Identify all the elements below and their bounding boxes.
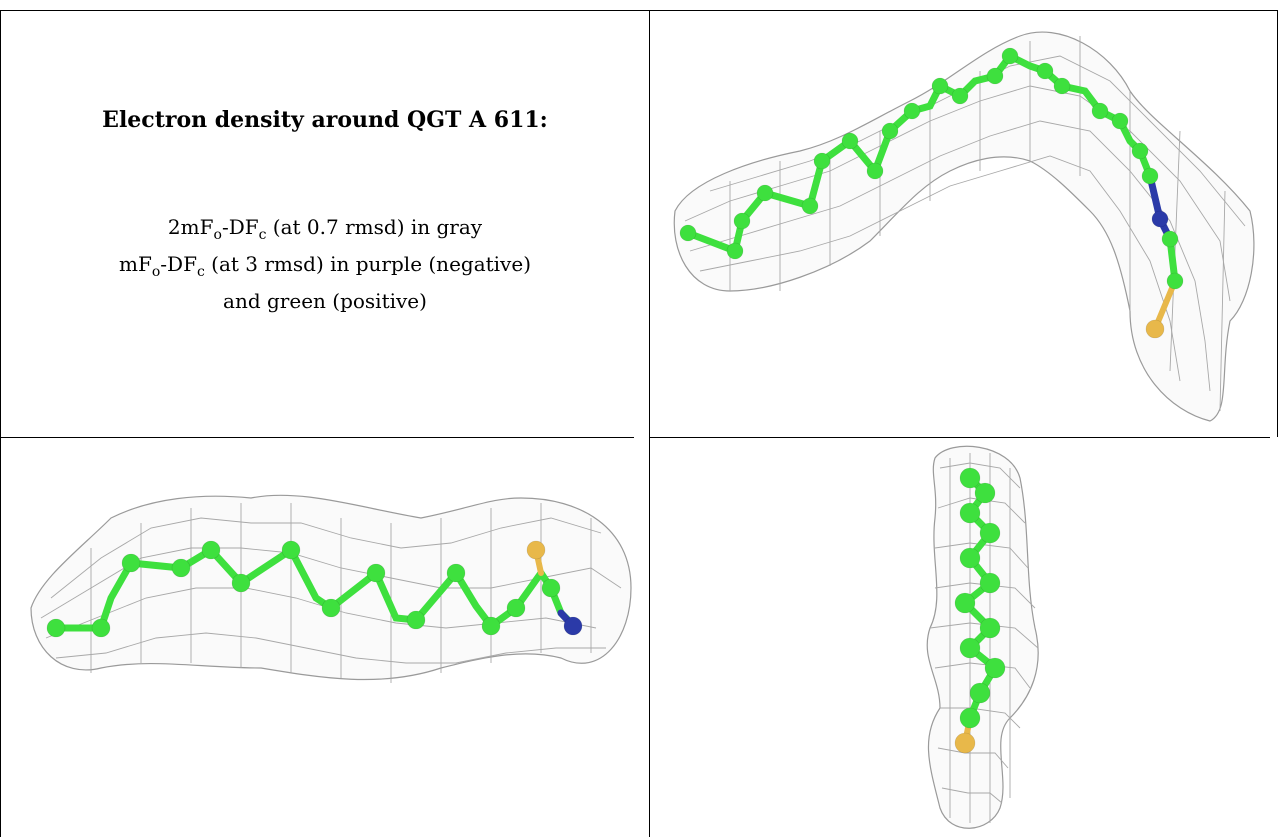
legend-subscript: c — [258, 227, 267, 243]
carbon-atom — [931, 77, 949, 95]
carbon-atom — [1001, 47, 1019, 65]
legend-subscript: o — [213, 227, 222, 243]
carbon-atom — [903, 102, 921, 120]
table-border-top — [0, 10, 1278, 11]
carbon-atom — [446, 563, 466, 583]
carbon-atom — [866, 162, 884, 180]
figure-legend: 2mFo-DFc (at 0.7 rmsd) in gray mFo-DFc (… — [119, 213, 531, 316]
carbon-atom — [959, 637, 981, 659]
carbon-atom — [406, 610, 426, 630]
table-divider-vertical — [649, 10, 650, 837]
carbon-atom — [46, 618, 66, 638]
sulfur-atom — [526, 540, 546, 560]
carbon-atom — [969, 682, 991, 704]
carbon-atom — [986, 67, 1004, 85]
carbon-atom — [984, 657, 1006, 679]
caption-cell: Electron density around QGT A 611: 2mFo-… — [1, 11, 649, 437]
carbon-atom — [881, 122, 899, 140]
carbon-atom — [979, 522, 1001, 544]
carbon-atom — [1161, 230, 1179, 248]
density-mesh — [673, 31, 1255, 422]
legend-subscript: o — [151, 264, 161, 280]
legend-text: -DF — [160, 252, 197, 276]
carbon-atom — [1111, 112, 1129, 130]
table-divider-horizontal-left — [0, 437, 634, 438]
carbon-atom — [974, 482, 996, 504]
carbon-atom — [679, 224, 697, 242]
density-image-bottom-right — [926, 445, 1039, 829]
carbon-atom — [1036, 62, 1054, 80]
sulfur-atom — [954, 732, 976, 754]
carbon-atom — [726, 242, 744, 260]
carbon-atom — [1131, 142, 1149, 160]
legend-line-1: 2mFo-DFc (at 0.7 rmsd) in gray — [119, 213, 531, 250]
carbon-atom — [1091, 102, 1109, 120]
density-image-top-right — [673, 31, 1255, 422]
legend-text: (at 3 rmsd) in purple (negative) — [204, 252, 531, 276]
carbon-atom — [801, 197, 819, 215]
view-bottom-right — [650, 438, 1277, 837]
carbon-atom — [541, 578, 561, 598]
legend-line-2: mFo-DFc (at 3 rmsd) in purple (negative) — [119, 250, 531, 287]
table-border-left — [0, 10, 1, 837]
nitrogen-atom — [1151, 210, 1169, 228]
sulfur-atom — [1145, 319, 1165, 339]
carbon-atom — [506, 598, 526, 618]
carbon-atom — [959, 707, 981, 729]
carbon-atom — [121, 553, 141, 573]
legend-text: 2mF — [167, 215, 214, 239]
carbon-atom — [959, 502, 981, 524]
carbon-atom — [1053, 77, 1071, 95]
table-divider-horizontal-right — [649, 437, 1270, 438]
carbon-atom — [1141, 167, 1159, 185]
carbon-atom — [954, 592, 976, 614]
carbon-atom — [813, 152, 831, 170]
carbon-atom — [91, 618, 111, 638]
view-top-right — [650, 11, 1277, 437]
carbon-atom — [959, 547, 981, 569]
carbon-atom — [481, 616, 501, 636]
figure-title: Electron density around QGT A 611: — [102, 107, 548, 133]
legend-subscript: c — [196, 264, 205, 280]
carbon-atom — [201, 540, 221, 560]
legend-line-3: and green (positive) — [223, 289, 427, 313]
carbon-atom — [951, 87, 969, 105]
carbon-atom — [171, 558, 191, 578]
density-mesh — [30, 494, 632, 683]
density-image-bottom-left — [30, 494, 632, 683]
carbon-atom — [959, 467, 981, 489]
carbon-atom — [756, 184, 774, 202]
carbon-atom — [321, 598, 341, 618]
legend-text: mF — [119, 252, 152, 276]
carbon-atom — [281, 540, 301, 560]
carbon-atom — [733, 212, 751, 230]
nitrogen-atom — [563, 616, 583, 636]
carbon-atom — [979, 617, 1001, 639]
legend-text: (at 0.7 rmsd) in gray — [266, 215, 483, 239]
carbon-atom — [841, 132, 859, 150]
carbon-atom — [231, 573, 251, 593]
carbon-atom — [1166, 272, 1184, 290]
carbon-atom — [979, 572, 1001, 594]
view-bottom-left — [1, 438, 649, 837]
legend-text: -DF — [221, 215, 259, 239]
carbon-atom — [366, 563, 386, 583]
